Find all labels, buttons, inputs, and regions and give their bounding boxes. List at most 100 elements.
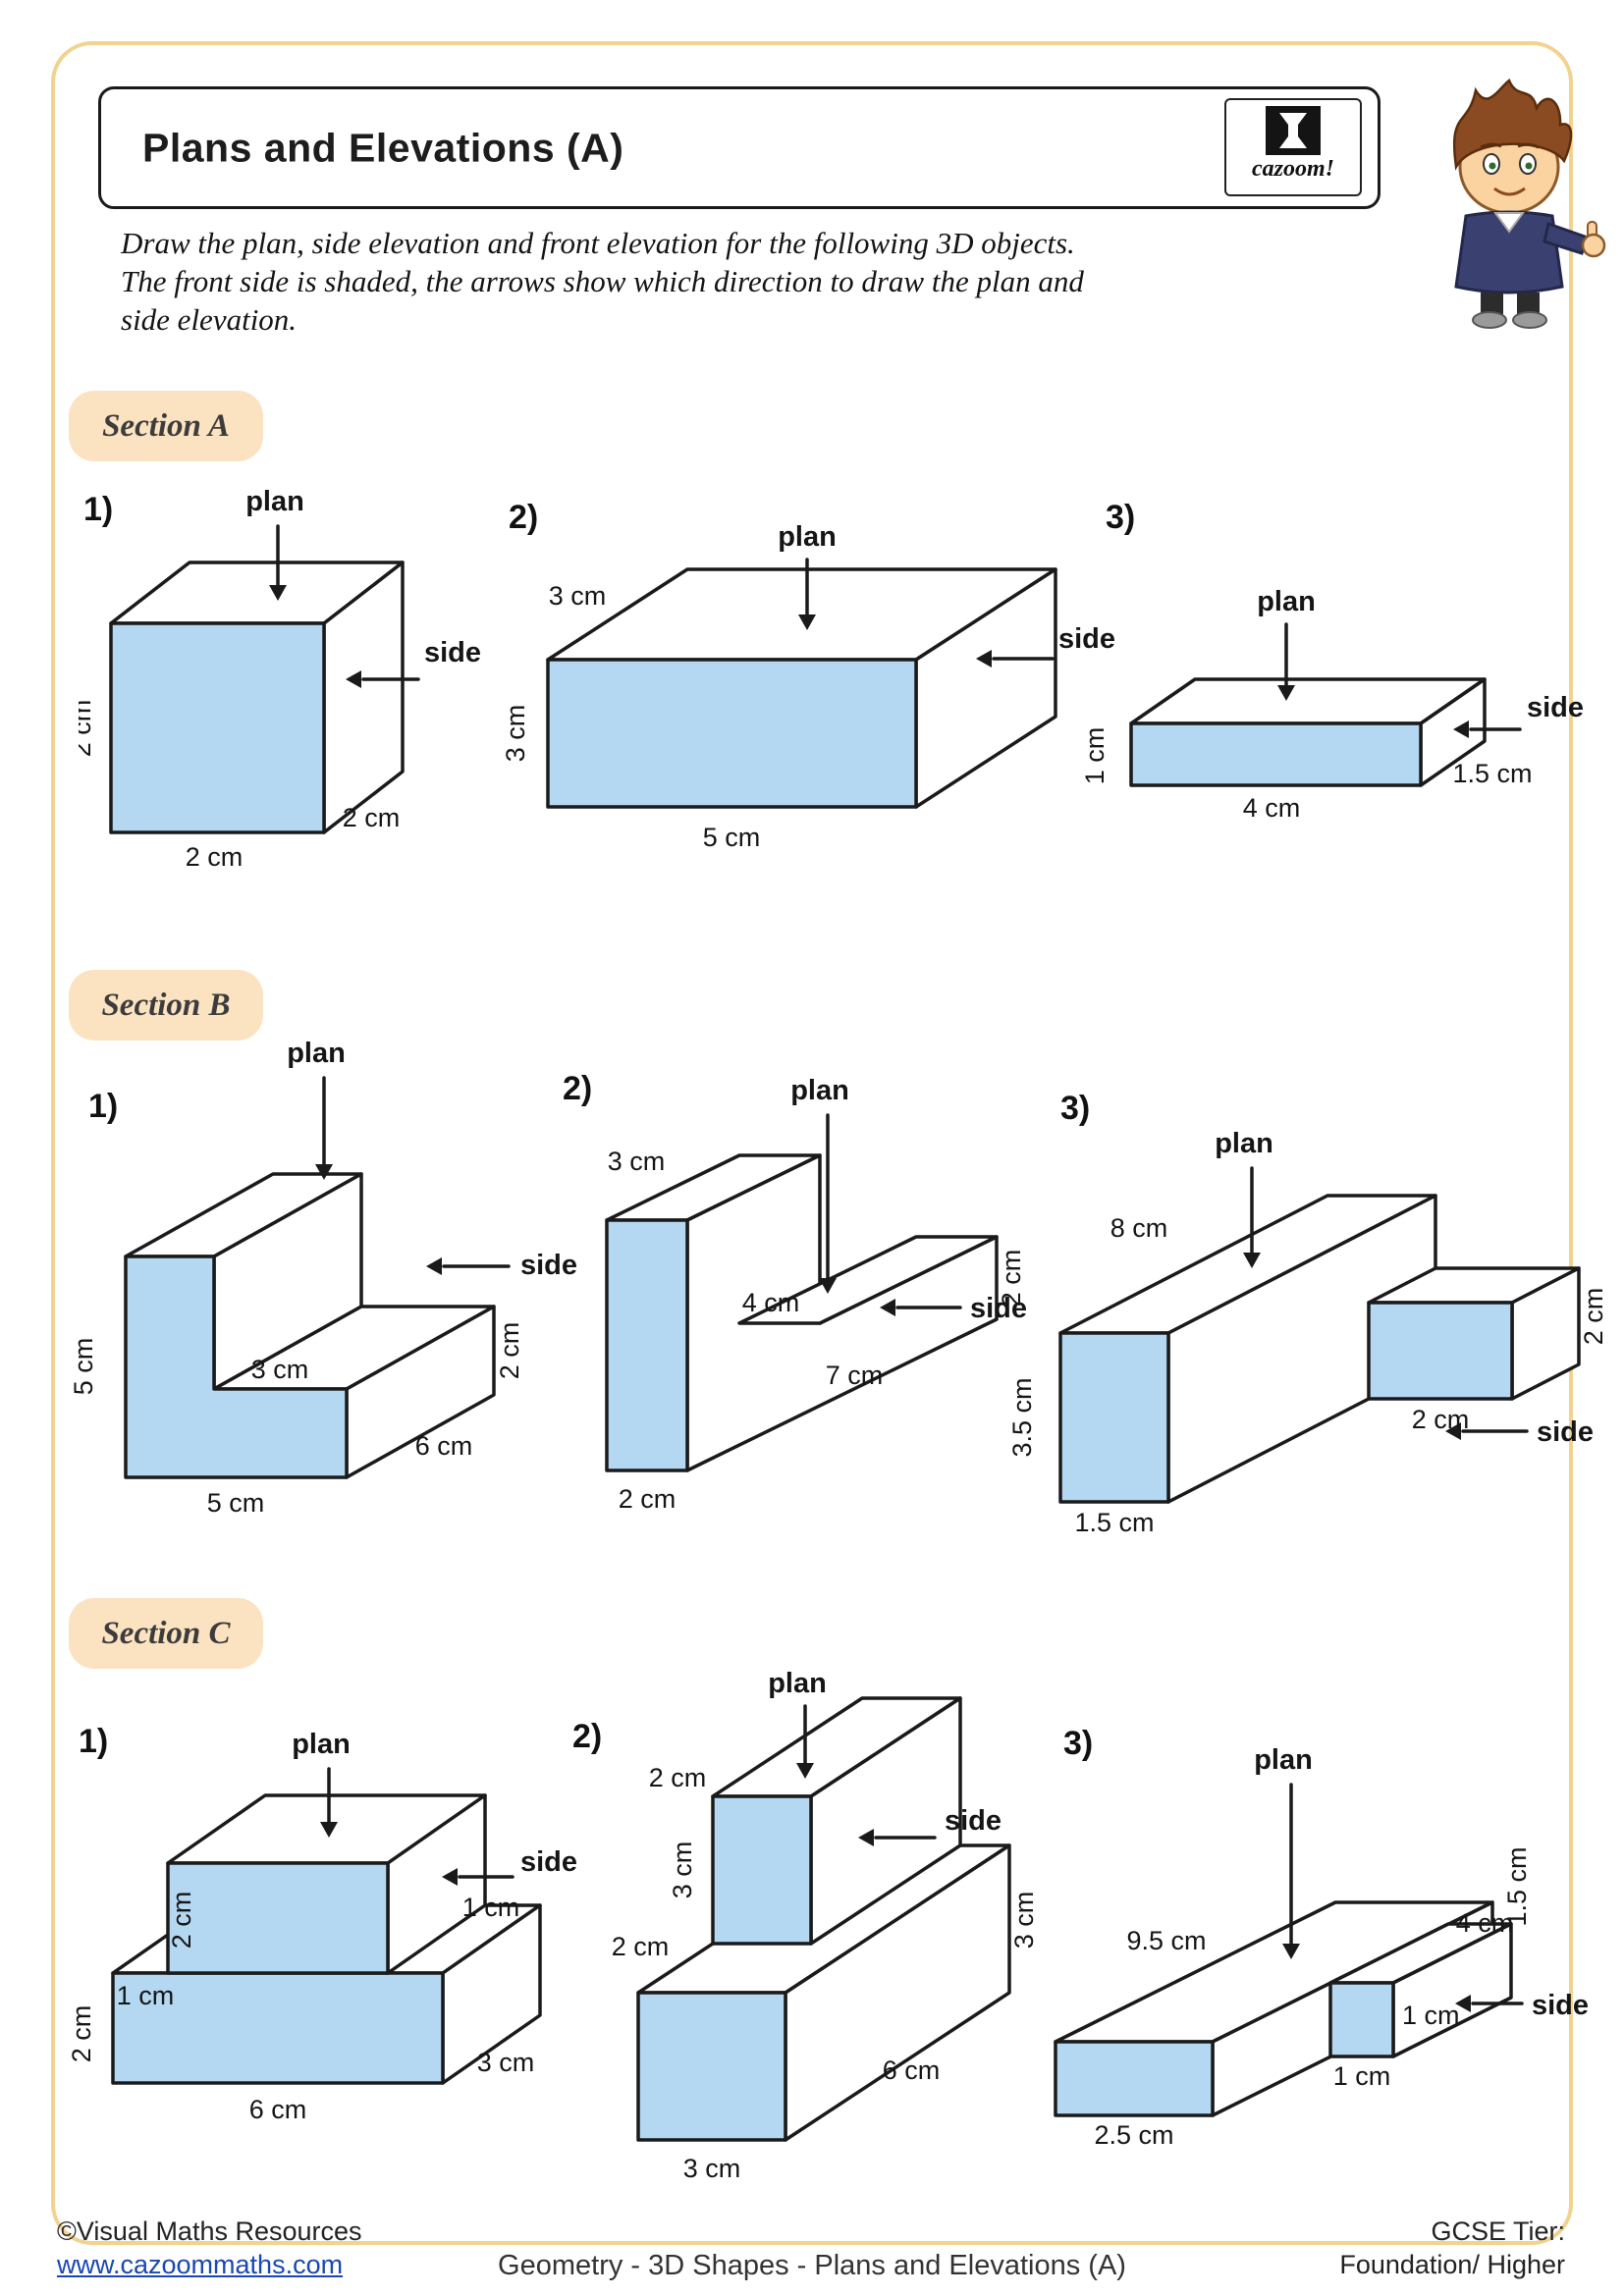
section-badge-a: Section A	[69, 391, 263, 461]
plan-label: plan	[790, 1075, 849, 1106]
mascot-pupil	[1489, 162, 1496, 170]
dim-left-step-label: 1 cm	[117, 1981, 175, 2010]
plan-arrowhead-icon	[320, 1822, 338, 1838]
cazoom-logo: cazoom!	[1224, 98, 1362, 196]
figure-a3: plan side 1 cm 4 cm 1.5 cm	[1080, 586, 1584, 823]
front-face	[546, 658, 918, 809]
side-label: side	[945, 1805, 1001, 1837]
side-arrowhead-icon	[426, 1257, 442, 1275]
side-arrowhead-icon	[1455, 1995, 1471, 2012]
side-label: side	[520, 1846, 577, 1878]
figure-number: 2)	[563, 1070, 593, 1107]
figure-b1: plan side 5 cm 3 cm 2 cm 6 cm 5 cm	[69, 1038, 577, 1518]
dim-arm-width-label: 2 cm	[1412, 1405, 1470, 1434]
side-label: side	[1058, 623, 1115, 655]
mascot-collar	[1493, 212, 1525, 234]
dim-right-step-label: 1 cm	[462, 1893, 520, 1922]
dim-top-label: 3 cm	[608, 1147, 666, 1176]
figure-b3: plan side 8 cm 3.5 cm 1.5 cm 2 cm 2 cm	[1011, 1128, 1608, 1537]
dim-depth-label: 7 cm	[826, 1361, 884, 1390]
mascot-arm	[1543, 222, 1590, 255]
figure-number: 3)	[1060, 1090, 1091, 1127]
dim-step-label: 3 cm	[251, 1355, 309, 1384]
section-title: Section C	[101, 1615, 231, 1651]
footer-website-link[interactable]: www.cazoommaths.com	[57, 2250, 344, 2279]
instruction-line: side elevation.	[121, 302, 298, 337]
side-label: side	[1537, 1416, 1594, 1448]
plan-label: plan	[1254, 1744, 1313, 1776]
side-arrowhead-icon	[976, 650, 992, 667]
figure-c1: plan side 2 cm 1 cm 1 cm 2 cm 6 cm 3 cm	[67, 1729, 577, 2124]
dim-bottom-label: 3 cm	[683, 2154, 741, 2183]
dim-arm-width-label: 1 cm	[1333, 2061, 1391, 2091]
dim-upper-height-label: 2 cm	[167, 1892, 196, 1949]
decorative-border	[51, 41, 1573, 2245]
side-label: side	[1527, 692, 1584, 723]
hourglass-icon	[1266, 106, 1321, 155]
plan-label: plan	[1215, 1128, 1273, 1159]
dim-left-label: 1 cm	[1080, 727, 1110, 785]
lower-front-face	[636, 1991, 787, 2142]
dim-upper-height-label: 3 cm	[668, 1842, 697, 1899]
figure-c3: plan side 9.5 cm 1.5 cm 4 cm 1 cm 1 cm 2…	[1054, 1744, 1589, 2150]
plan-arrowhead-icon	[269, 585, 287, 601]
mascot-hand	[1581, 233, 1606, 258]
plan-label: plan	[1257, 586, 1316, 617]
dim-bottom-label: 2.5 cm	[1094, 2120, 1173, 2150]
side-arrowhead-icon	[858, 1829, 874, 1846]
mascot-shoe	[1512, 311, 1547, 329]
front-face	[124, 1255, 349, 1479]
dim-right-label: 3 cm	[1009, 1892, 1039, 1949]
dim-bottom-label: 2 cm	[619, 1484, 677, 1514]
plan-label: plan	[778, 521, 837, 553]
plan-label: plan	[292, 1729, 351, 1760]
footer-copyright: ©Visual Maths Resources	[57, 2216, 362, 2246]
dim-bottom-label: 6 cm	[249, 2095, 307, 2124]
section-title: Section A	[102, 407, 230, 444]
plan-label: plan	[245, 486, 304, 517]
mascot-shoe	[1472, 311, 1507, 329]
figure-c2: plan side 2 cm 3 cm 2 cm 3 cm 6 cm 3 cm	[612, 1669, 1039, 2183]
dim-depth-label: 3 cm	[477, 2048, 535, 2077]
arm-front-face	[1367, 1301, 1514, 1401]
dim-right-label: 2 cm	[495, 1322, 524, 1380]
dim-arm-height-label: 2 cm	[1579, 1288, 1608, 1346]
figure-number: 1)	[88, 1088, 119, 1125]
dim-depth-label: 6 cm	[415, 1431, 473, 1461]
instruction-line: Draw the plan, side elevation and front …	[121, 226, 1075, 260]
plan-arrowhead-icon	[798, 614, 816, 630]
side-arrowhead-icon	[442, 1868, 458, 1886]
dim-bottom-label: 2 cm	[186, 842, 244, 872]
mascot-leg	[1517, 293, 1540, 316]
instruction-line: The front side is shaded, the arrows sho…	[121, 264, 1084, 298]
plan-arrowhead-icon	[315, 1164, 333, 1180]
plan-arrowhead-icon	[819, 1278, 837, 1294]
side-label: side	[1532, 1990, 1589, 2021]
dim-depth-label: 1.5 cm	[1452, 759, 1532, 788]
footer-tier-label: GCSE Tier:	[1431, 2216, 1565, 2246]
figure-a1: plan side 2 cm 2 cm 2 cm	[79, 486, 481, 872]
arm-front-face	[1328, 1981, 1395, 2058]
plan-arrowhead-icon	[1243, 1253, 1261, 1268]
upper-front-face	[166, 1861, 390, 1975]
dim-left-label: 5 cm	[69, 1338, 98, 1396]
figure-b2: plan side 3 cm 4 cm 2 cm 7 cm 2 cm	[605, 1075, 1027, 1514]
page-title: Plans and Elevations (A)	[142, 125, 624, 170]
plan-label: plan	[768, 1669, 827, 1699]
plan-label: plan	[287, 1038, 346, 1069]
dim-bottom-label: 1.5 cm	[1074, 1508, 1154, 1537]
side-arrowhead-icon	[1445, 1422, 1461, 1440]
dim-back-label: 1.5 cm	[1502, 1846, 1532, 1926]
figure-number: 3)	[1106, 499, 1136, 536]
mascot-mouth	[1493, 187, 1526, 196]
dim-bottom-label: 5 cm	[207, 1488, 265, 1518]
side-label: side	[970, 1293, 1027, 1324]
dim-bottom-label: 4 cm	[1243, 793, 1301, 823]
dim-arm-length-label: 4 cm	[1456, 1908, 1514, 1938]
dim-right-label: 2 cm	[997, 1250, 1026, 1308]
dim-top-label: 2 cm	[649, 1763, 707, 1792]
mascot-leg	[1481, 293, 1503, 316]
dim-length-label: 8 cm	[1110, 1213, 1168, 1243]
side-arrowhead-icon	[346, 670, 361, 688]
